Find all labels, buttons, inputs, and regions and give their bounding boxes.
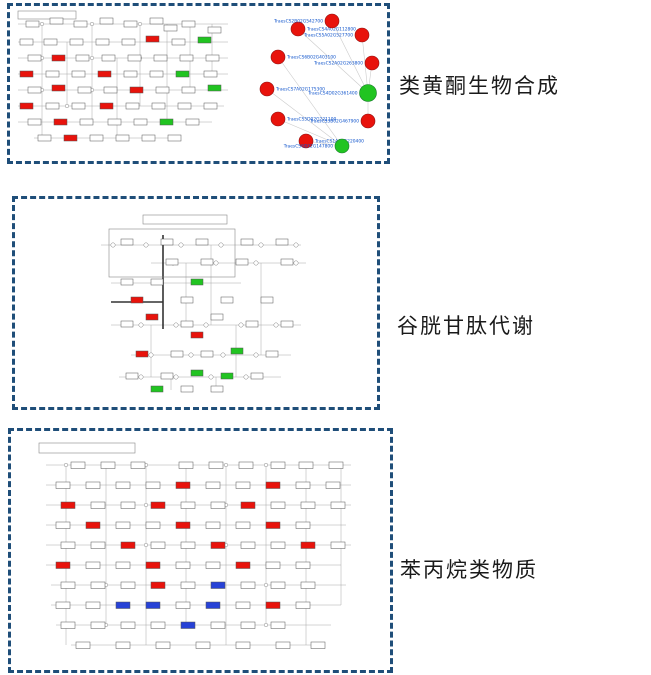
flavonoid-gene-network: TraesCS4A02G112800 TraesCS2B02G542700Trae… — [259, 13, 380, 154]
svg-text:TraesCS2A02G263800: TraesCS2A02G263800 — [313, 61, 363, 67]
glutathione-panel — [12, 196, 380, 410]
svg-text:TraesCS3B02G467900: TraesCS3B02G467900 — [309, 119, 359, 125]
svg-text:TraesCS7A02G175300: TraesCS7A02G175300 — [275, 87, 325, 93]
glutathione-pathway-map — [101, 214, 306, 393]
flavonoid-caption: 类黄酮生物合成 — [399, 75, 560, 98]
phenylpropanoid-pathway-map — [38, 442, 351, 649]
svg-text:TraesCS4A02G112800: TraesCS4A02G112800 — [306, 27, 356, 33]
svg-text:TraesCS5A02G527700: TraesCS5A02G527700 — [303, 33, 353, 39]
svg-text:TraesCS5D02G221100: TraesCS5D02G221100 — [286, 117, 337, 123]
phenylpropanoid-panel — [8, 428, 393, 673]
svg-text:TraesCS4D02G361400: TraesCS4D02G361400 — [307, 91, 358, 97]
flavonoid-pathway-map — [17, 10, 228, 142]
svg-text:TraesCS2B02G542700: TraesCS2B02G542700 — [273, 19, 323, 25]
phenylpropanoid-caption: 苯丙烷类物质 — [400, 559, 538, 582]
svg-text:TraesCS6D02G147800: TraesCS6D02G147800 — [283, 144, 334, 150]
glutathione-caption: 谷胱甘肽代谢 — [397, 315, 535, 338]
svg-text:TraesCS6B02G403100: TraesCS6B02G403100 — [286, 55, 336, 61]
